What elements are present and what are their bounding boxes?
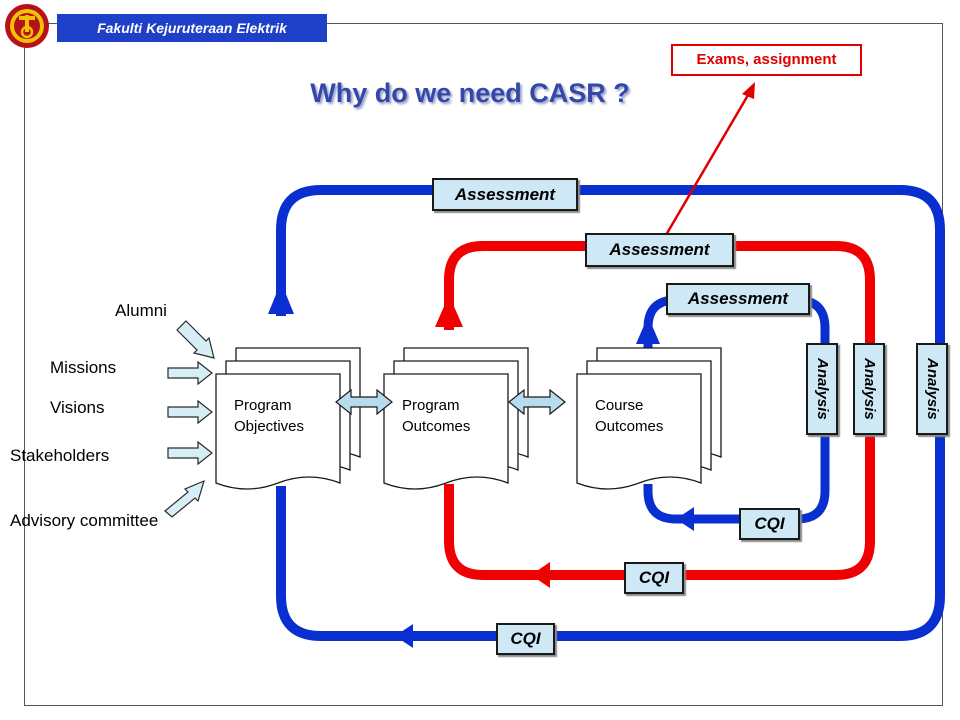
outer-cqi-box: CQI bbox=[496, 623, 555, 655]
input-label-alumni: Alumni bbox=[115, 301, 167, 320]
input-label-missions: Missions bbox=[50, 358, 117, 377]
outcomes-course-double-arrow bbox=[508, 388, 566, 416]
input-label-stakeholders: Stakeholders bbox=[10, 446, 110, 465]
middle-analysis-box: Analysis bbox=[853, 343, 885, 435]
objectives-outcomes-double-arrow bbox=[335, 388, 393, 416]
exams-pointer-arrowhead bbox=[742, 82, 755, 99]
outer-loop-up-arrowhead bbox=[268, 282, 294, 314]
outer-assessment-box: Assessment bbox=[432, 178, 578, 211]
middle-loop-left-arrowhead bbox=[531, 562, 550, 588]
outer-loop-left-arrowhead bbox=[395, 624, 413, 648]
middle-loop-up-arrowhead bbox=[435, 295, 463, 327]
university-logo bbox=[5, 4, 49, 48]
middle-assessment-box: Assessment bbox=[585, 233, 734, 267]
visions-input-arrow bbox=[167, 399, 213, 425]
inner-assessment-box: Assessment bbox=[666, 283, 810, 315]
outer-analysis-box: Analysis bbox=[916, 343, 948, 435]
program-objectives-stack bbox=[215, 347, 361, 490]
exams-assignment-note: Exams, assignment bbox=[671, 44, 862, 76]
program-objectives-label: Program Objectives bbox=[234, 397, 305, 435]
stakeholders-input-arrow bbox=[167, 440, 213, 466]
exams-pointer-line bbox=[664, 89, 753, 236]
input-label-advisory-committee: Advisory committee bbox=[10, 511, 159, 530]
inner-loop-left-arrowhead bbox=[676, 507, 694, 531]
inner-analysis-box: Analysis bbox=[806, 343, 838, 435]
program-outcomes-label: Program Outcomes bbox=[402, 397, 471, 435]
header-title: Fakulti Kejuruteraan Elektrik bbox=[57, 14, 327, 42]
input-label-visions: Visions bbox=[50, 398, 105, 417]
slide-title: Why do we need CASR ? bbox=[310, 78, 630, 108]
middle-cqi-box: CQI bbox=[624, 562, 684, 594]
inner-loop-up-arrowhead bbox=[636, 316, 660, 344]
inner-cqi-box: CQI bbox=[739, 508, 800, 540]
program-outcomes-stack bbox=[383, 347, 529, 490]
course-outcomes-stack bbox=[576, 347, 722, 490]
course-outcomes-label: Course Outcomes bbox=[595, 397, 664, 435]
alumni-input-arrow bbox=[176, 320, 215, 359]
missions-input-arrow bbox=[167, 360, 213, 386]
advisory-input-arrow bbox=[164, 479, 205, 518]
